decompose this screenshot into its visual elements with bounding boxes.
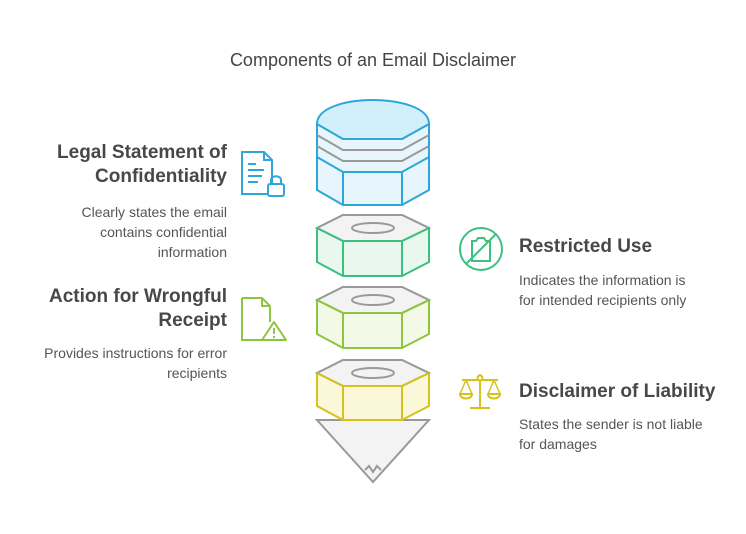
locked-document-icon: [241, 151, 285, 197]
stack-layer-wrongful-receipt: [314, 286, 432, 349]
heading-legal-statement: Legal Statement of Confidentiality: [0, 141, 227, 189]
desc-line: for intended recipients only: [519, 292, 687, 308]
heading-line: Receipt: [158, 310, 227, 331]
desc-line: Provides instructions for error: [44, 345, 227, 361]
desc-line: recipients: [167, 365, 227, 381]
heading-wrongful-receipt: Action for Wrongful Receipt: [0, 285, 227, 333]
scales-icon: [458, 374, 502, 409]
desc-disclaimer-liability: States the sender is not liable for dama…: [519, 414, 703, 454]
heading-disclaimer-liability: Disclaimer of Liability: [519, 381, 716, 402]
desc-line: contains confidential: [100, 224, 227, 240]
document-warning-icon: [241, 297, 287, 341]
heading-line: Action for Wrongful: [48, 286, 227, 307]
desc-line: States the sender is not liable: [519, 416, 703, 432]
desc-line: for damages: [519, 436, 597, 452]
heading-restricted-use: Restricted Use: [519, 236, 653, 257]
stack-layer-restricted-use: [314, 214, 432, 277]
stack-layer-confidentiality: [315, 99, 431, 206]
desc-line: information: [157, 244, 227, 260]
heading-line: Legal Statement of: [57, 142, 227, 163]
desc-legal-statement: Clearly states the email contains confid…: [0, 202, 227, 262]
diagram-title: Components of an Email Disclaimer: [229, 50, 517, 70]
heading-line: Confidentiality: [95, 166, 227, 187]
desc-line: Indicates the information is: [519, 272, 686, 288]
desc-restricted-use: Indicates the information is for intende…: [519, 270, 686, 310]
desc-wrongful-receipt: Provides instructions for error recipien…: [0, 343, 227, 383]
stack-layer-liability: [314, 359, 432, 484]
desc-line: Clearly states the email: [81, 204, 227, 220]
prohibited-bag-icon: [459, 227, 503, 271]
